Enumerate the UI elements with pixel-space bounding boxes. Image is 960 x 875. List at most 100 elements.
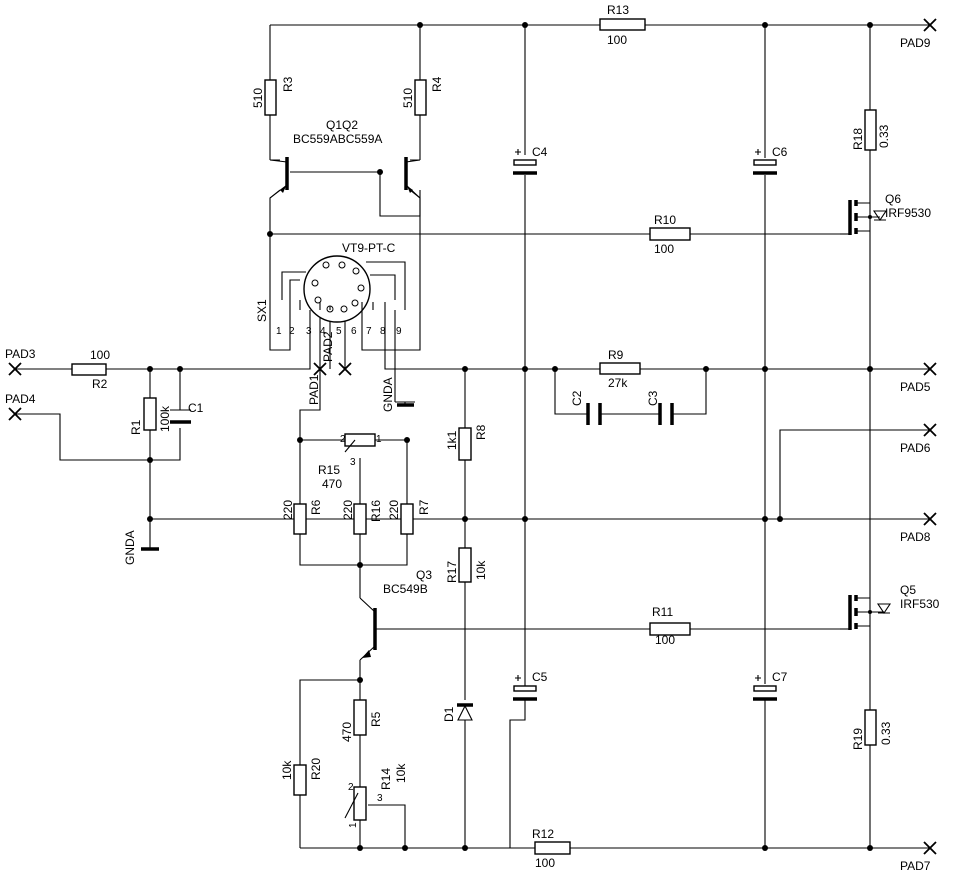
pad2-label: PAD2 [321,331,335,362]
transistor-q6 [840,195,888,240]
pad9-marker [923,18,937,32]
socket-pin-2: 2 [289,326,295,337]
r19-value: 0.33 [879,721,893,745]
r14-pin-2: 2 [348,782,354,793]
transistor-q1q2 [269,157,421,199]
pad4-label: PAD4 [5,392,36,406]
c1-label: C1 [188,401,204,415]
r14-pin-1: 1 [348,822,359,828]
socket-pin-1: 1 [276,326,282,337]
r2-value: 100 [90,348,110,362]
r3-value: 510 [251,88,265,108]
r20-body [293,764,307,796]
r8-body [458,427,472,461]
pad5-label: PAD5 [900,380,931,394]
r20-value: 10k [280,760,294,780]
q1q2-value: BC559ABC559A [293,132,382,146]
r5-body [353,699,367,736]
q5-ref: Q5 [900,583,916,597]
pad-markers [8,18,937,855]
r17-ref: R17 [445,561,459,583]
r11-body [649,622,691,636]
gnda-left-label: GNDA [123,530,137,565]
socket-pin-5: 5 [336,326,342,337]
r9-value: 27k [608,376,628,390]
r19-body [864,709,877,746]
r4-ref: R4 [430,76,444,92]
r8-value: 1k1 [445,430,459,450]
q6-value: IRF9530 [885,206,931,220]
r14-ref: R14 [379,768,393,790]
socket-pin-9: 9 [396,326,402,337]
r13-value: 100 [607,33,627,47]
transistor-q5 [840,590,892,640]
socket-name-label: VT9-PT-C [342,241,396,255]
r13-body [599,18,646,31]
r7-value: 220 [387,500,401,520]
r12-ref: R12 [532,827,554,841]
r9-body [599,362,641,375]
r19-ref: R19 [851,728,865,750]
pad2-marker [338,362,352,376]
pad5-marker [923,362,937,376]
labels: PAD3 PAD4 PAD9 PAD5 PAD6 PAD8 PAD7 PAD1 … [5,3,940,873]
socket-pin-3: 3 [306,326,312,337]
r4-body [414,79,427,116]
pad7-marker [923,841,937,855]
pad7-label: PAD7 [900,859,931,873]
c3-label: C3 [646,390,660,406]
r18-body [864,109,877,151]
r11-value: 100 [655,633,675,647]
socket-pin-4: 4 [320,326,326,337]
q3-value: BC549B [383,582,428,596]
ground-symbols [141,401,415,551]
r17-value: 10k [474,560,488,580]
r5-ref: R5 [369,711,383,727]
r3-ref: R3 [281,76,295,92]
pad3-marker [8,362,22,376]
gnda-tube-label: GNDA [381,377,395,412]
socket-pin-8: 8 [380,326,386,337]
r10-value: 100 [654,242,674,256]
socket-pin-6: 6 [351,326,357,337]
r15-body [344,433,376,447]
r12-value: 100 [535,856,555,870]
r20-ref: R20 [309,758,323,780]
diode-d1 [457,703,473,721]
q5-value: IRF530 [900,597,940,611]
r7-ref: R7 [417,499,431,515]
c4-label: C4 [532,145,548,159]
r6-body [293,503,307,535]
r16-body [353,503,367,535]
c5-label: C5 [532,670,548,684]
r15-pin-3: 3 [350,457,356,468]
pot-wipers [344,439,359,819]
d1-label: D1 [442,706,456,722]
pad3-label: PAD3 [5,347,36,361]
q1q2-ref: Q1Q2 [326,118,358,132]
c6-label: C6 [772,145,788,159]
pad4-marker [8,407,22,421]
r2-ref: R2 [92,377,108,391]
r6-ref: R6 [309,499,323,515]
r12-body [534,841,571,855]
socket-pin-7: 7 [366,326,372,337]
r17-body [458,547,472,583]
r14-pin-3: 3 [377,793,383,804]
wires [15,24,930,849]
r14-value: 10k [394,763,408,783]
r7-body [400,503,414,535]
r15-pin-1: 1 [376,434,382,445]
r10-ref: R10 [654,213,676,227]
pad1-label: PAD1 [307,374,321,405]
r1-ref: R1 [129,419,143,435]
socket-ref-label: SX1 [255,299,269,322]
resistor-bodies [71,18,877,855]
c2-label: C2 [570,390,584,406]
r13-ref: R13 [607,3,629,17]
pad9-label: PAD9 [900,36,931,50]
r3-body [264,79,277,116]
c7-label: C7 [772,670,788,684]
capacitors [170,149,777,701]
